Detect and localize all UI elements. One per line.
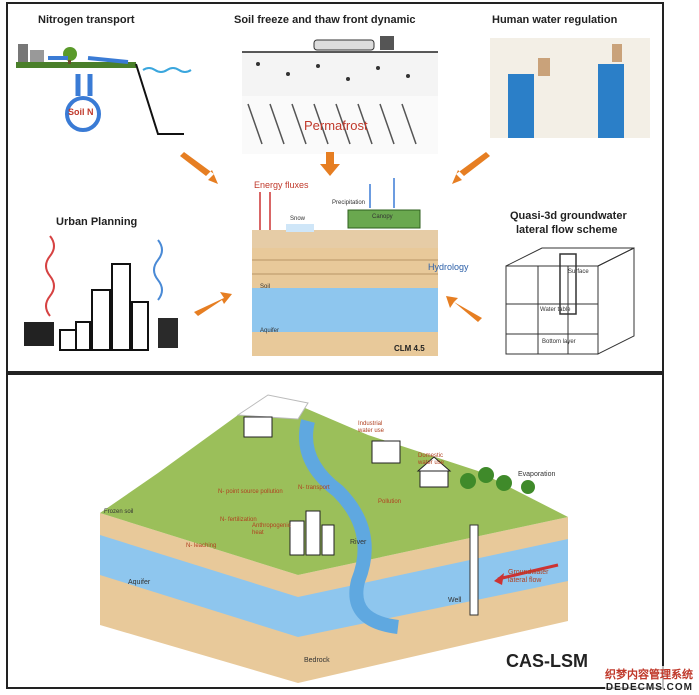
n-transport-label: N- transport: [298, 485, 330, 491]
freeze-thaw-scene: [242, 36, 438, 154]
model-name-label: CAS-LSM: [506, 651, 588, 671]
orange-arrows: [180, 152, 490, 322]
landscape-block-diagram: [100, 394, 568, 683]
human-water-scene: [490, 38, 650, 138]
domestic-label: Domestic water use: [418, 453, 445, 466]
n-fertilization-label: N- fertilization: [220, 517, 257, 523]
anthropogenic-label: Anthropogenic heat: [252, 523, 291, 536]
freeze-thaw-title: Soil freeze and thaw front dynamic: [234, 14, 416, 26]
urban-planning-title: Urban Planning: [56, 216, 138, 228]
quasi-3d-title-2: lateral flow scheme: [516, 224, 618, 236]
n-point-label: N- point source pollution: [218, 489, 283, 495]
energy-fluxes-label: Energy fluxes: [254, 180, 309, 190]
surface-label: Surface: [568, 269, 589, 275]
clm-soil-label: Soil: [260, 284, 271, 290]
soil-n-label: Soil N: [68, 107, 94, 117]
clm-aquifer-label: Aquifer: [260, 328, 280, 334]
well-label: Well: [448, 597, 462, 604]
watermark-en: DEDECMS.COM: [605, 682, 693, 693]
quasi-3d-grid: [505, 247, 635, 355]
bottom-panel: N- point source pollution N- transport I…: [6, 373, 664, 689]
bedrock-label: Bedrock: [304, 657, 330, 664]
evaporation-label: Evaporation: [518, 471, 556, 478]
urban-scene: [24, 235, 178, 351]
clm-diagram: [252, 178, 438, 356]
watermark: 织梦内容管理系统 DEDECMS.COM: [605, 666, 693, 693]
nitrogen-transport-title: Nitrogen transport: [38, 14, 135, 26]
groundwater-label: Groundwater lateral flow: [508, 569, 549, 584]
frozen-soil-label: Frozen soil: [104, 509, 134, 515]
top-panel-graphics: [16, 36, 650, 356]
nitrogen-transport-scene: [16, 44, 192, 135]
precipitation-label: Precipitation: [332, 200, 366, 206]
canopy-label: Canopy: [372, 214, 393, 220]
watermark-cn: 织梦内容管理系统: [605, 666, 693, 682]
human-water-title: Human water regulation: [492, 14, 618, 26]
bottom-layer-label: Bottom layer: [542, 339, 576, 345]
permafrost-label: Permafrost: [304, 118, 368, 133]
quasi-3d-title-1: Quasi-3d groundwater: [510, 210, 627, 222]
hydrology-label: Hydrology: [428, 262, 469, 272]
aquifer-label: Aquifer: [128, 579, 151, 586]
industrial-label: Industrial water use: [358, 421, 385, 434]
clm-version-label: CLM 4.5: [394, 344, 425, 353]
pollution-label: Pollution: [378, 499, 402, 505]
water-table-label: Water table: [540, 307, 571, 313]
snow-label: Snow: [290, 216, 306, 222]
n-leaching-label: N- leaching: [186, 543, 217, 549]
river-label: River: [350, 539, 367, 546]
top-panel: Nitrogen transport Soil N Soil freeze an…: [6, 2, 664, 373]
